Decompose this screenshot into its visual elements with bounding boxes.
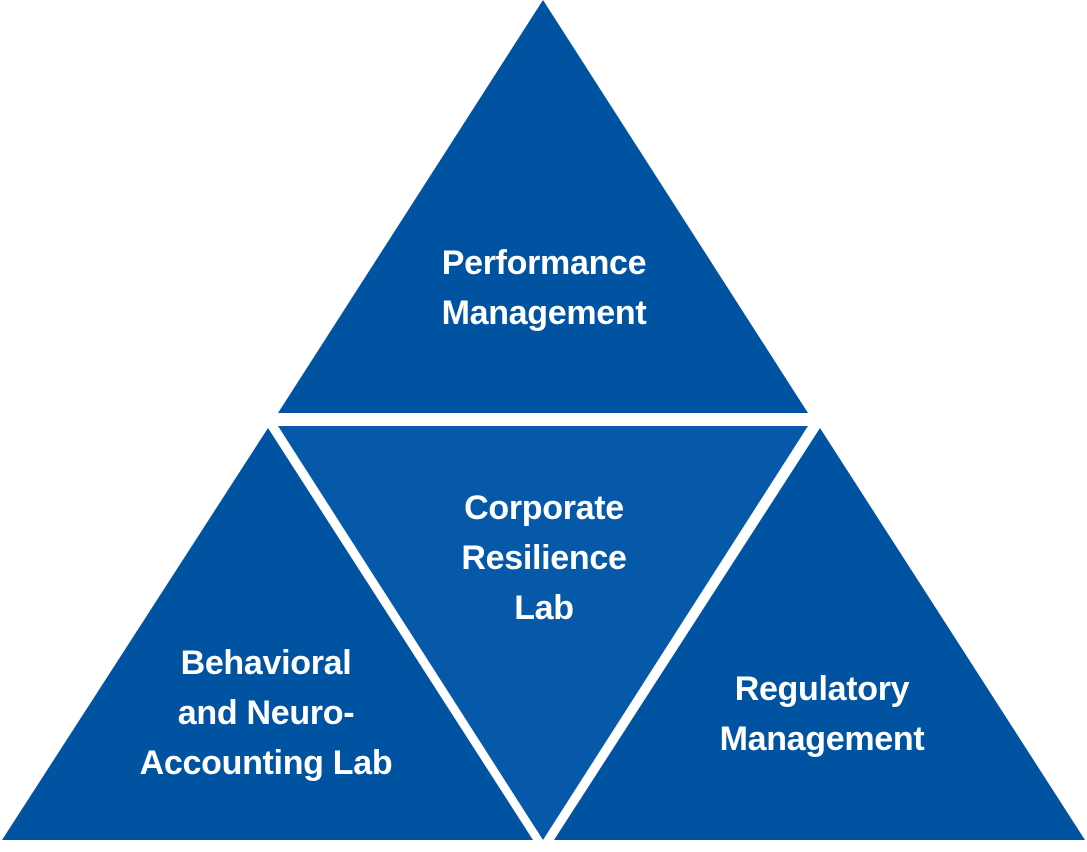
center-triangle bbox=[278, 426, 808, 840]
top-triangle bbox=[278, 0, 808, 413]
left-triangle bbox=[2, 428, 533, 840]
center-section-label: Corporate Resilience Lab bbox=[461, 489, 627, 627]
right-section-label: Regulatory Management bbox=[719, 670, 925, 758]
right-triangle bbox=[554, 428, 1085, 840]
top-section-label: Performance Management bbox=[441, 244, 647, 332]
left-section-label: Behavioral and Neuro- Accounting Lab bbox=[139, 644, 393, 782]
